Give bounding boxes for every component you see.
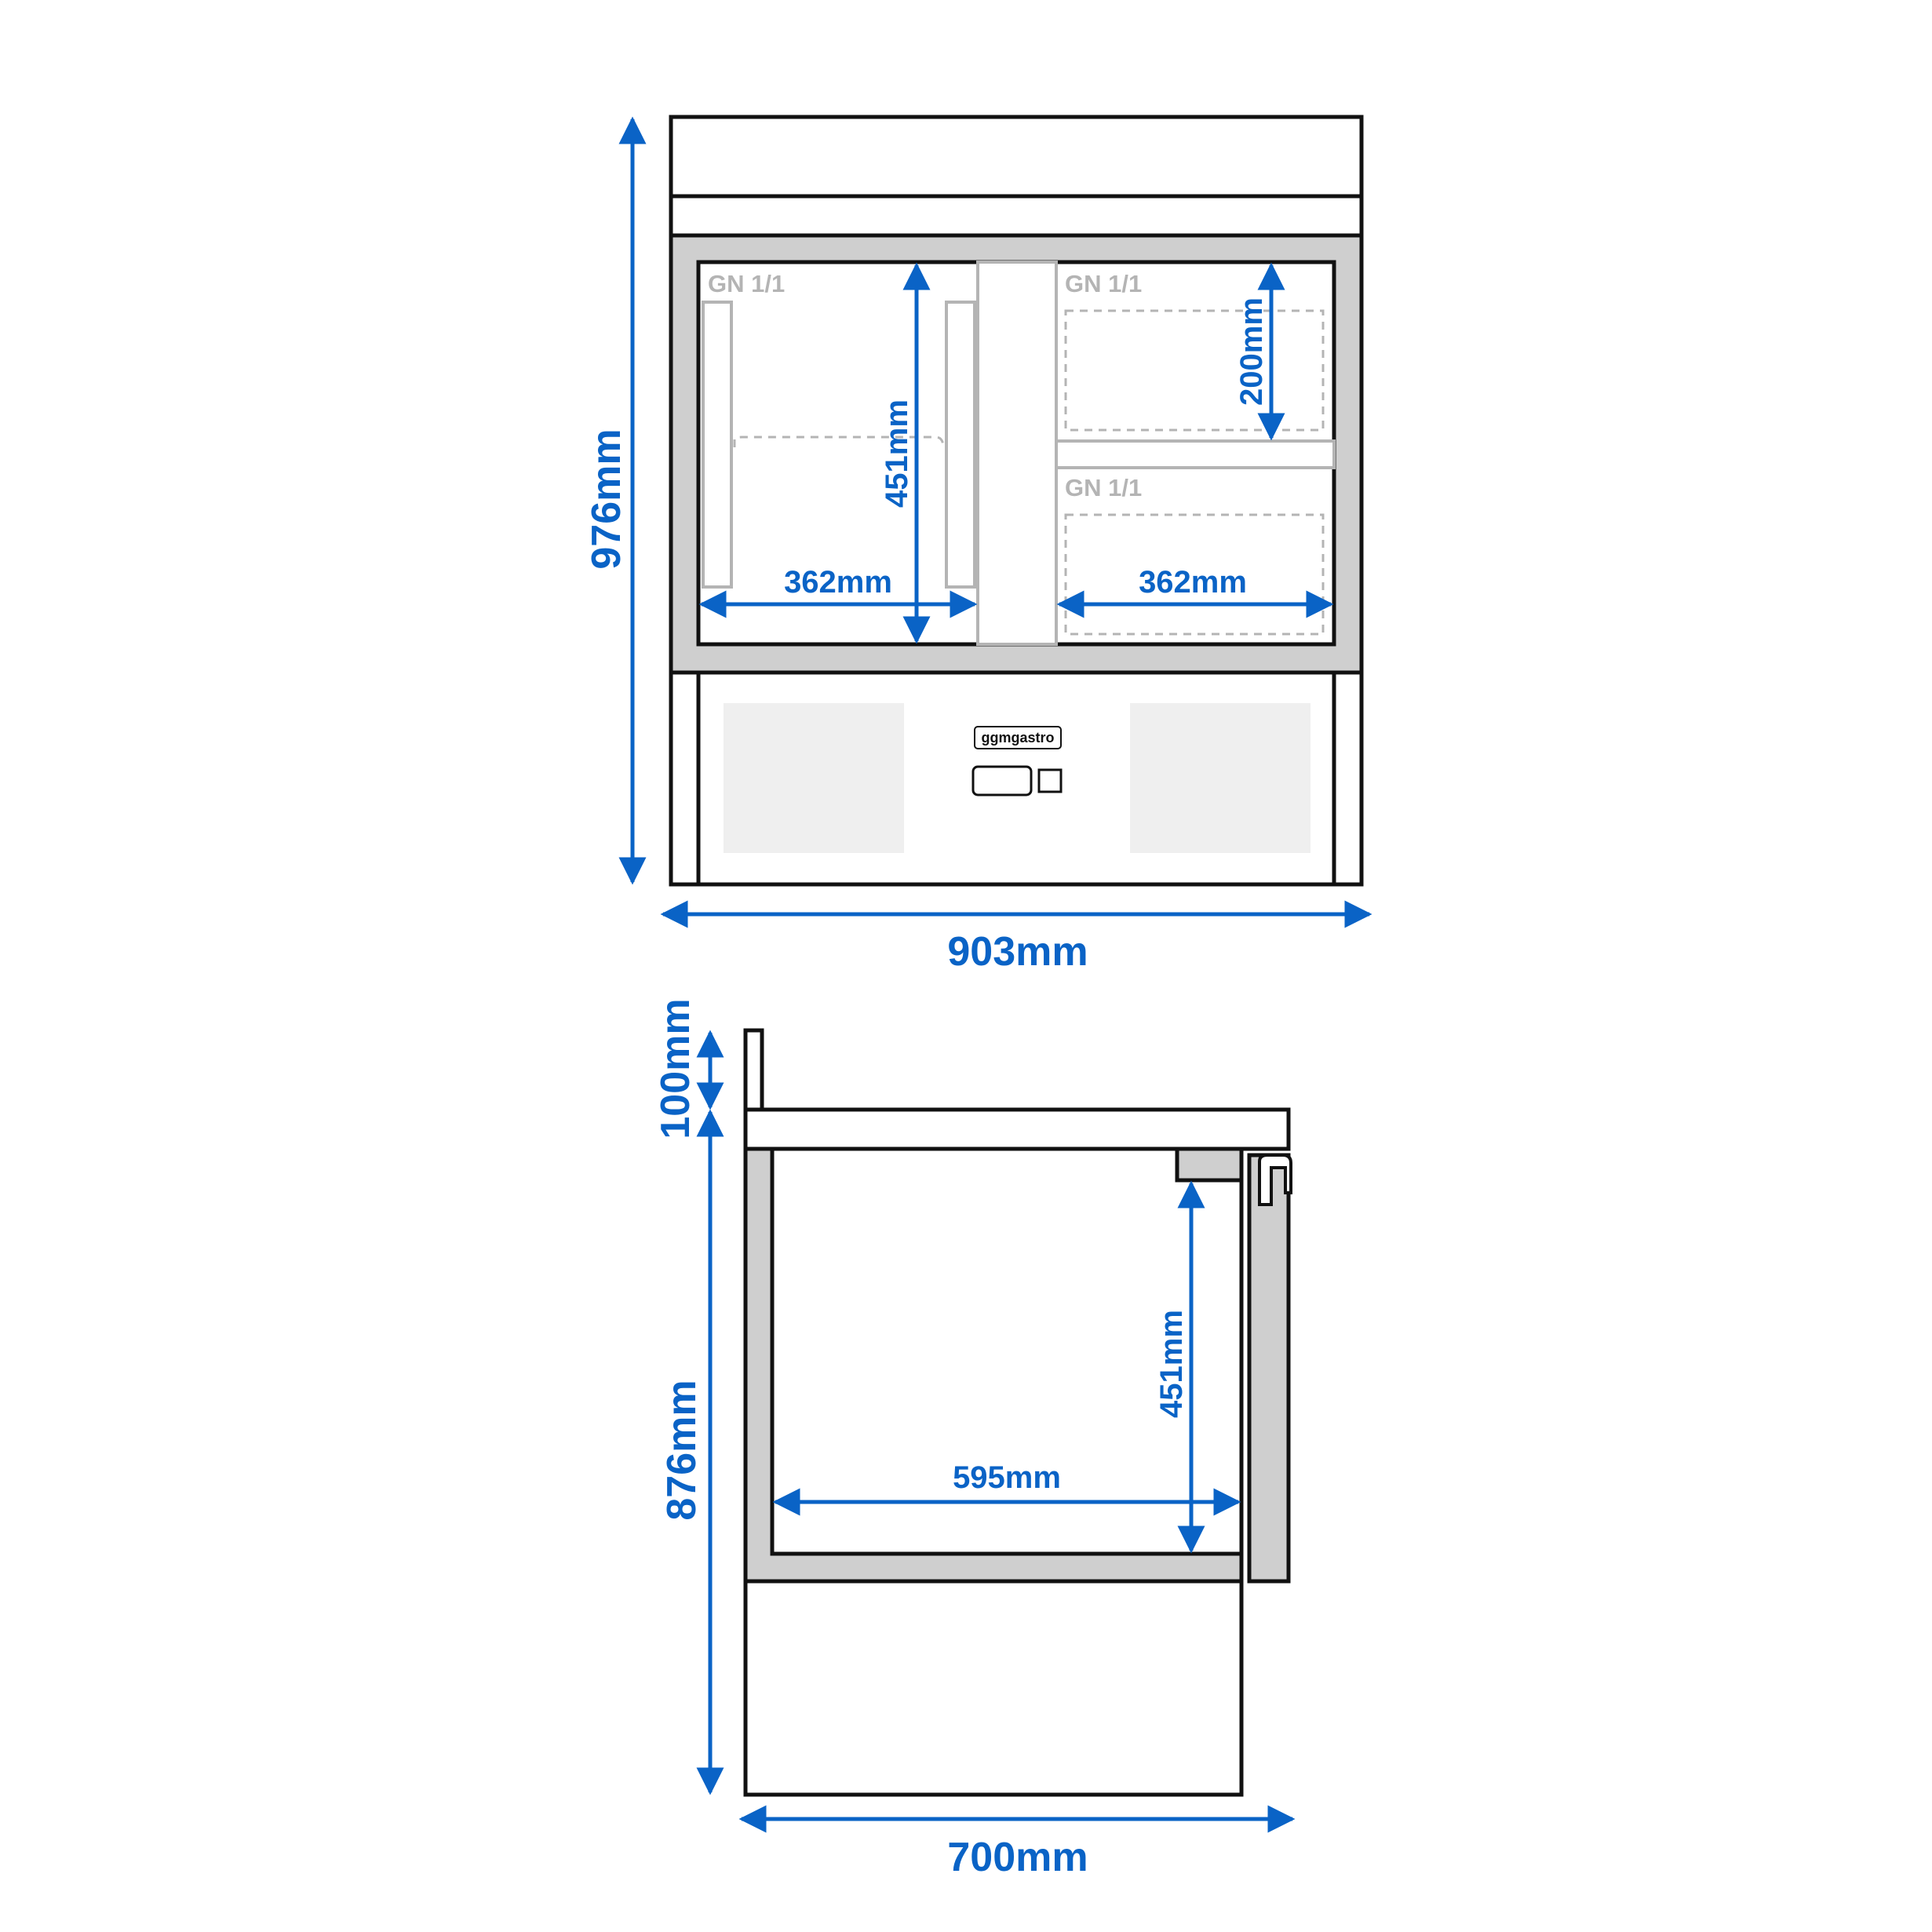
interior-height-label: 451mm	[1154, 1310, 1189, 1418]
controller-display	[971, 765, 1033, 796]
left-depth-label: 451mm	[880, 399, 914, 508]
right-vent-panel	[1130, 703, 1310, 853]
right-width-label: 362mm	[1139, 565, 1247, 600]
side-depth-label: 700mm	[947, 1835, 1088, 1880]
pan-height-label: 200mm	[1234, 297, 1269, 406]
right-bottom-pan	[1064, 513, 1325, 636]
left-vent-panel	[724, 703, 904, 853]
front-height-label: 976mm	[584, 428, 629, 569]
side-door	[1247, 1153, 1291, 1584]
controller-button	[1037, 768, 1063, 793]
side-view	[743, 1028, 1292, 1797]
side-door-handle	[1258, 1154, 1292, 1206]
brand-badge	[974, 726, 1062, 749]
side-interior	[770, 1146, 1244, 1556]
left-pan-support-left	[702, 301, 733, 589]
side-worktop	[743, 1107, 1291, 1151]
gn-label-right-bottom: GN 1/1	[1065, 474, 1142, 501]
interior-depth-label: 595mm	[953, 1460, 1061, 1495]
left-pan-support-right	[945, 301, 976, 589]
front-view	[669, 115, 1364, 887]
front-lid	[669, 115, 1364, 238]
side-front-ledge	[1175, 1146, 1244, 1183]
side-upstand	[743, 1028, 764, 1112]
brand-label: ggmgastro	[981, 730, 1054, 745]
front-center-divider	[976, 261, 1058, 646]
upstand-label: 100mm	[653, 998, 698, 1139]
body-height-label: 876mm	[659, 1380, 705, 1520]
left-width-label: 362mm	[784, 565, 892, 600]
right-top-pan	[1064, 309, 1325, 432]
front-width-label: 903mm	[947, 929, 1088, 975]
right-pan-divider	[1055, 439, 1336, 469]
gn-label-left: GN 1/1	[708, 270, 785, 297]
left-pan-outline	[733, 436, 945, 448]
side-base	[743, 1579, 1244, 1797]
gn-label-right-top: GN 1/1	[1065, 270, 1142, 297]
